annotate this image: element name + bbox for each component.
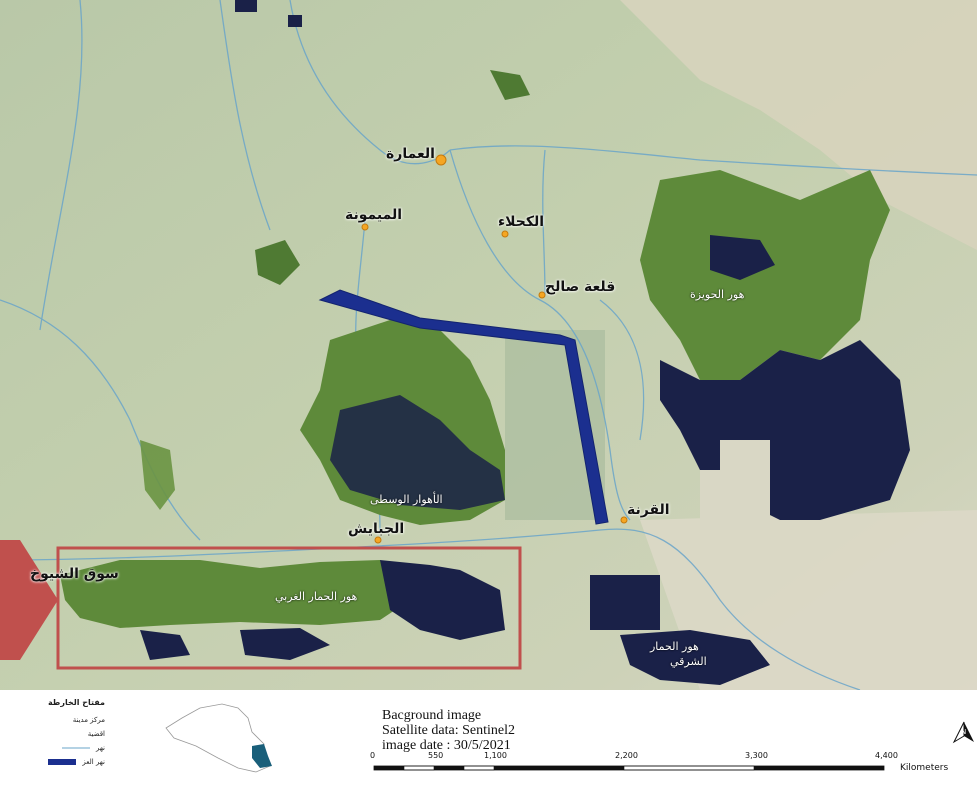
info-line-2: Satellite data: Sentinel2 bbox=[382, 723, 515, 738]
marsh-label-west-hammar: هور الحمار الغربي bbox=[275, 590, 358, 603]
scale-tick-3300: 3,300 bbox=[745, 751, 768, 760]
river-line-icon bbox=[61, 747, 90, 749]
legend-item-city: مركز مدينة bbox=[5, 713, 105, 727]
city-dot-qalat-salih bbox=[538, 291, 546, 299]
scale-tick-2200: 2,200 bbox=[615, 751, 638, 760]
scale-bar: 0 550 1,100 2,200 3,300 4,400 Kilometers bbox=[360, 748, 977, 782]
marsh-label-east-hammar-2: الشرقي bbox=[670, 655, 707, 668]
scale-tick-0: 0 bbox=[370, 751, 376, 760]
city-dot-kahla bbox=[501, 230, 509, 238]
legend-label: اقضية bbox=[87, 730, 105, 738]
legend-label: مركز مدينة bbox=[72, 716, 105, 724]
scale-tick-1100: 1,100 bbox=[484, 751, 507, 760]
map-canvas bbox=[0, 0, 977, 690]
city-label-amarah: العمارة bbox=[386, 146, 435, 162]
legend-label: نهر العز bbox=[82, 758, 105, 766]
legend-item-district: اقضية bbox=[5, 727, 105, 741]
highlight-box bbox=[56, 546, 522, 670]
canal-swatch-icon bbox=[48, 759, 77, 765]
legend-label: نهر bbox=[95, 744, 105, 752]
legend-item-glory-river: نهر العز bbox=[5, 755, 105, 769]
scale-unit: Kilometers bbox=[900, 763, 949, 773]
svg-text:N: N bbox=[961, 728, 966, 736]
city-dot-qurna bbox=[620, 516, 628, 524]
marsh-label-hawizeh: هور الحويزة bbox=[690, 288, 745, 301]
scale-bar-graphic bbox=[373, 765, 885, 771]
marsh-label-central: الأهوار الوسطى bbox=[370, 493, 443, 506]
map-footer: مفتاح الخارطة مركز مدينة اقضية نهر نهر ا… bbox=[0, 690, 977, 782]
city-label-qalat-salih: قلعة صالح bbox=[545, 279, 616, 295]
image-info: Bacground image Satellite data: Sentinel… bbox=[382, 708, 515, 753]
scale-tick-550: 550 bbox=[428, 751, 444, 760]
legend-title: مفتاح الخارطة bbox=[47, 698, 105, 707]
info-line-3: image date : 30/5/2021 bbox=[382, 738, 511, 753]
city-label-kahla: الكحلاء bbox=[498, 214, 545, 230]
scale-tick-4400: 4,400 bbox=[875, 751, 898, 760]
marsh-label-east-hammar: هور الحمار bbox=[650, 640, 699, 653]
info-line-1: Bacground image bbox=[382, 708, 482, 723]
city-dot-maimouna bbox=[361, 223, 369, 231]
city-label-maimouna: الميمونة bbox=[345, 207, 403, 223]
pointer-arrow bbox=[0, 540, 58, 660]
city-dot-amarah bbox=[435, 154, 447, 166]
city-label-chibayish: الجبايش bbox=[348, 521, 405, 537]
satellite-map[interactable]: العمارة الميمونة الكحلاء قلعة صالح القرن… bbox=[0, 0, 977, 690]
city-label-souq-al-shuyukh: سوق الشيوخ bbox=[30, 566, 119, 582]
city-dot-chibayish bbox=[374, 536, 382, 544]
city-label-qurna: القرنة bbox=[627, 502, 670, 518]
map-legend: مفتاح الخارطة مركز مدينة اقضية نهر نهر ا… bbox=[5, 698, 105, 769]
north-arrow-icon: N bbox=[952, 720, 976, 744]
iraq-outline-icon bbox=[165, 703, 272, 773]
iraq-inset-map bbox=[160, 698, 300, 778]
legend-item-river: نهر bbox=[5, 741, 105, 755]
